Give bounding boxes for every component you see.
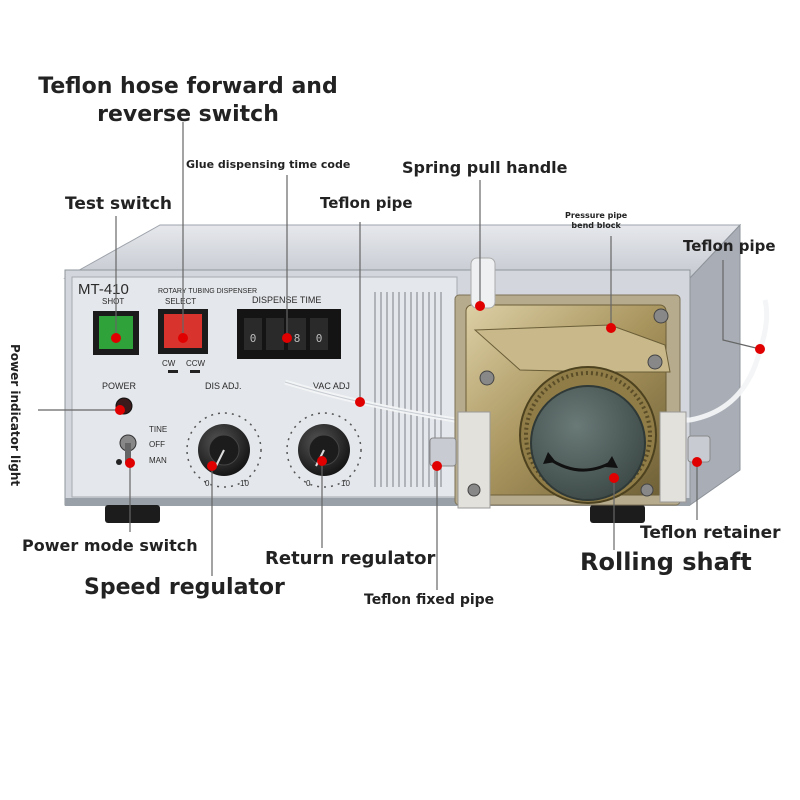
digit-2: 8 (294, 332, 301, 345)
marker-speed-regulator (207, 461, 217, 471)
label-pressure-block-line1: Pressure pipe (565, 211, 628, 220)
rolling-shaft[interactable] (519, 366, 657, 504)
label-hose-switch-line2: reverse switch (97, 102, 279, 127)
label-power-light: Power indicator light (8, 344, 22, 486)
marker-power-mode (125, 458, 135, 468)
marker-pressure-block (606, 323, 616, 333)
leader-lines (38, 122, 761, 590)
digit-1: 0 (250, 332, 257, 345)
ccw-text: CCW (186, 359, 206, 368)
label-teflon-pipe-2: Teflon pipe (683, 237, 776, 255)
marker-teflon-pipe-1 (355, 397, 365, 407)
label-glue-time-code: Glue dispensing time code (186, 158, 351, 171)
select-text: SELECT (165, 297, 196, 306)
label-hose-switch: Teflon hose forward and reverse switch (38, 73, 338, 129)
vac-max-text: 10 (341, 479, 350, 488)
man-text: MAN (149, 456, 167, 465)
spring-handle[interactable] (470, 257, 496, 309)
power-text: POWER (102, 381, 137, 391)
label-speed-regulator: Speed regulator (84, 575, 285, 600)
vac-adj-text: VAC ADJ (313, 381, 350, 391)
marker-power-light (115, 405, 125, 415)
label-test-switch: Test switch (65, 194, 172, 214)
foot-left (105, 505, 160, 523)
vac-min-text: 0 (306, 479, 311, 488)
label-spring-handle: Spring pull handle (402, 158, 568, 177)
marker-teflon-pipe-2 (755, 344, 765, 354)
marker-rolling-shaft (609, 473, 619, 483)
label-power-mode-switch: Power mode switch (22, 536, 198, 555)
vent-grille (374, 292, 442, 487)
label-teflon-retainer: Teflon retainer (640, 523, 781, 543)
label-teflon-pipe-1: Teflon pipe (320, 194, 413, 212)
label-pressure-block-line2: bend block (571, 221, 621, 230)
foot-right (590, 505, 645, 523)
power-mode-toggle[interactable] (116, 434, 137, 465)
digit-3: 0 (316, 332, 323, 345)
dis-min-text: 0 (205, 479, 210, 488)
label-pressure-block: Pressure pipe bend block (565, 211, 627, 231)
marker-test-switch (111, 333, 121, 343)
label-return-regulator: Return regulator (265, 548, 436, 569)
marker-fixed-pipe (432, 461, 442, 471)
marker-hose-switch (178, 333, 188, 343)
marker-return-regulator (317, 456, 327, 466)
label-teflon-fixed-pipe: Teflon fixed pipe (364, 592, 495, 608)
shot-text: SHOT (102, 297, 124, 306)
off-text: OFF (149, 440, 165, 449)
marker-spring-handle (475, 301, 485, 311)
cw-text: CW (162, 359, 176, 368)
label-hose-switch-line1: Teflon hose forward and (38, 74, 338, 99)
label-rolling-shaft: Rolling shaft (580, 548, 752, 576)
label-power-light-line2: light (8, 455, 22, 487)
label-power-light-line1: Power indicator (8, 344, 22, 451)
tine-text: TINE (149, 425, 167, 434)
model-text: MT-410 (78, 281, 129, 298)
marker-time-code (282, 333, 292, 343)
marker-retainer (692, 457, 702, 467)
callout-markers (111, 301, 765, 483)
dis-adj-text: DIS ADJ. (205, 381, 242, 391)
subtitle-text: ROTARY TUBING DISPENSER (158, 288, 257, 295)
dis-max-text: 10 (240, 479, 249, 488)
